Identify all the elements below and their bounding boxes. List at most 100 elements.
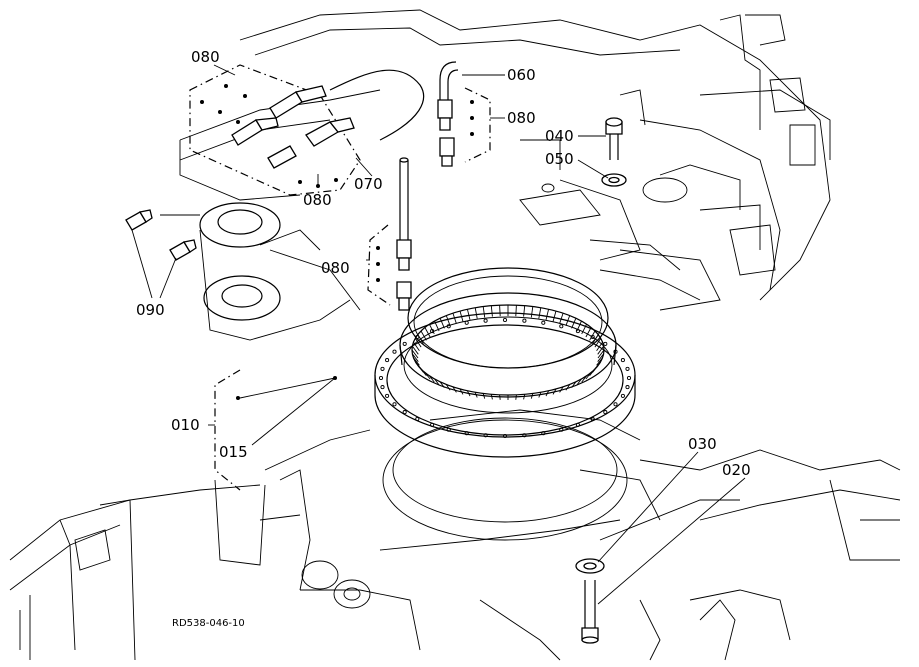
bolt-hole [603, 410, 608, 415]
callout-080-lower: 080 [321, 259, 350, 277]
gear-tooth [565, 315, 571, 326]
gear-tooth [499, 305, 501, 317]
bolt-hole [385, 358, 390, 363]
gear-tooth [424, 372, 431, 380]
gear-tooth [414, 338, 422, 348]
callout-080-middle: 080 [303, 191, 332, 209]
gear-tooth [597, 353, 604, 362]
gear-tooth [545, 309, 550, 321]
gear-tooth [538, 392, 542, 398]
swing-bearing [374, 267, 636, 541]
bolt-hole [446, 324, 451, 329]
bolt-hole [464, 320, 469, 325]
gear-tooth [474, 392, 478, 398]
gear-tooth [424, 327, 431, 338]
callout-015: 015 [219, 443, 248, 461]
gear-tooth [429, 375, 435, 383]
gear-tooth [413, 341, 420, 351]
bearing-bolt-holes [378, 317, 632, 439]
gear-tooth [452, 386, 457, 393]
gear-tooth [515, 305, 517, 317]
gear-tooth [552, 388, 557, 395]
bolt-hole [502, 317, 508, 323]
gear-tooth [466, 309, 471, 321]
bolt-hole [613, 402, 618, 407]
bolt-hole [522, 318, 527, 323]
bolt-hole [625, 385, 630, 390]
gear-tooth [439, 381, 445, 388]
bolt-hole [559, 324, 564, 329]
gear-tooth [523, 394, 526, 400]
grease-hose-060 [437, 61, 491, 167]
bolt-hole [541, 320, 546, 325]
gear-tooth [581, 375, 587, 383]
bolt-hole [446, 427, 451, 432]
gear-tooth [576, 378, 582, 386]
bolt-hole [625, 366, 630, 371]
gear-tooth [552, 310, 557, 322]
gear-tooth [482, 306, 486, 318]
bolt-hole [559, 427, 564, 432]
bolt-hole [464, 431, 469, 436]
gear-tooth [445, 384, 451, 391]
bolt-040-washer-050 [601, 117, 627, 187]
bolt-hole [380, 366, 385, 371]
grease-pipe-070 [367, 157, 412, 311]
bolt-hole [603, 341, 608, 346]
callout-080-top-right: 080 [507, 109, 536, 127]
callout-020: 020 [722, 461, 751, 479]
callout-090: 090 [136, 301, 165, 319]
gear-tooth [459, 388, 464, 395]
callout-070: 070 [354, 175, 383, 193]
bolt-hole [402, 410, 407, 415]
gear-tooth [596, 341, 603, 351]
bolt-hole [378, 375, 384, 381]
gear-tooth [581, 323, 588, 335]
left-boom-bracket [160, 202, 361, 341]
leader-lines [131, 64, 746, 605]
gear-tooth [411, 349, 419, 359]
bolt-hole [613, 349, 618, 354]
bolt-hole [590, 416, 595, 422]
bearing-group-bracket [214, 369, 337, 491]
bolt-hole [430, 422, 435, 427]
gear-tooth [530, 306, 534, 318]
gear-tooth [596, 357, 603, 366]
gear-tooth [412, 345, 419, 355]
bolt-020-washer-030 [575, 558, 605, 644]
bolt-hole [590, 334, 595, 340]
gear-tooth [571, 318, 577, 329]
gear-tooth [594, 338, 602, 348]
gear-tooth [559, 386, 564, 393]
callout-050: 050 [545, 150, 574, 168]
gear-tooth [420, 330, 427, 341]
gear-tooth [459, 310, 464, 322]
gear-tooth [474, 307, 478, 319]
gear-tooth [490, 305, 493, 317]
bolt-hole [620, 358, 625, 363]
upper-frame [179, 9, 831, 311]
bolt-hole [392, 402, 397, 407]
bolt-hole [541, 431, 546, 436]
gear-tooth [439, 318, 445, 329]
bolt-hole [430, 329, 435, 334]
gear-tooth [585, 327, 592, 338]
bolt-hole [385, 393, 390, 398]
gear-tooth [565, 384, 571, 391]
bolt-hole [575, 422, 580, 427]
gear-tooth [530, 393, 534, 399]
bolt-hole [502, 433, 508, 439]
callout-030: 030 [688, 435, 717, 453]
callout-060: 060 [507, 66, 536, 84]
gear-tooth [414, 361, 422, 370]
gear-tooth [434, 320, 440, 332]
gear-tooth [490, 394, 493, 400]
gear-tooth [545, 390, 550, 397]
bolt-hole [483, 318, 488, 323]
gear-tooth [585, 372, 592, 380]
gear-tooth [589, 368, 596, 376]
gear-tooth [538, 307, 542, 319]
bolt-hole [380, 385, 385, 390]
